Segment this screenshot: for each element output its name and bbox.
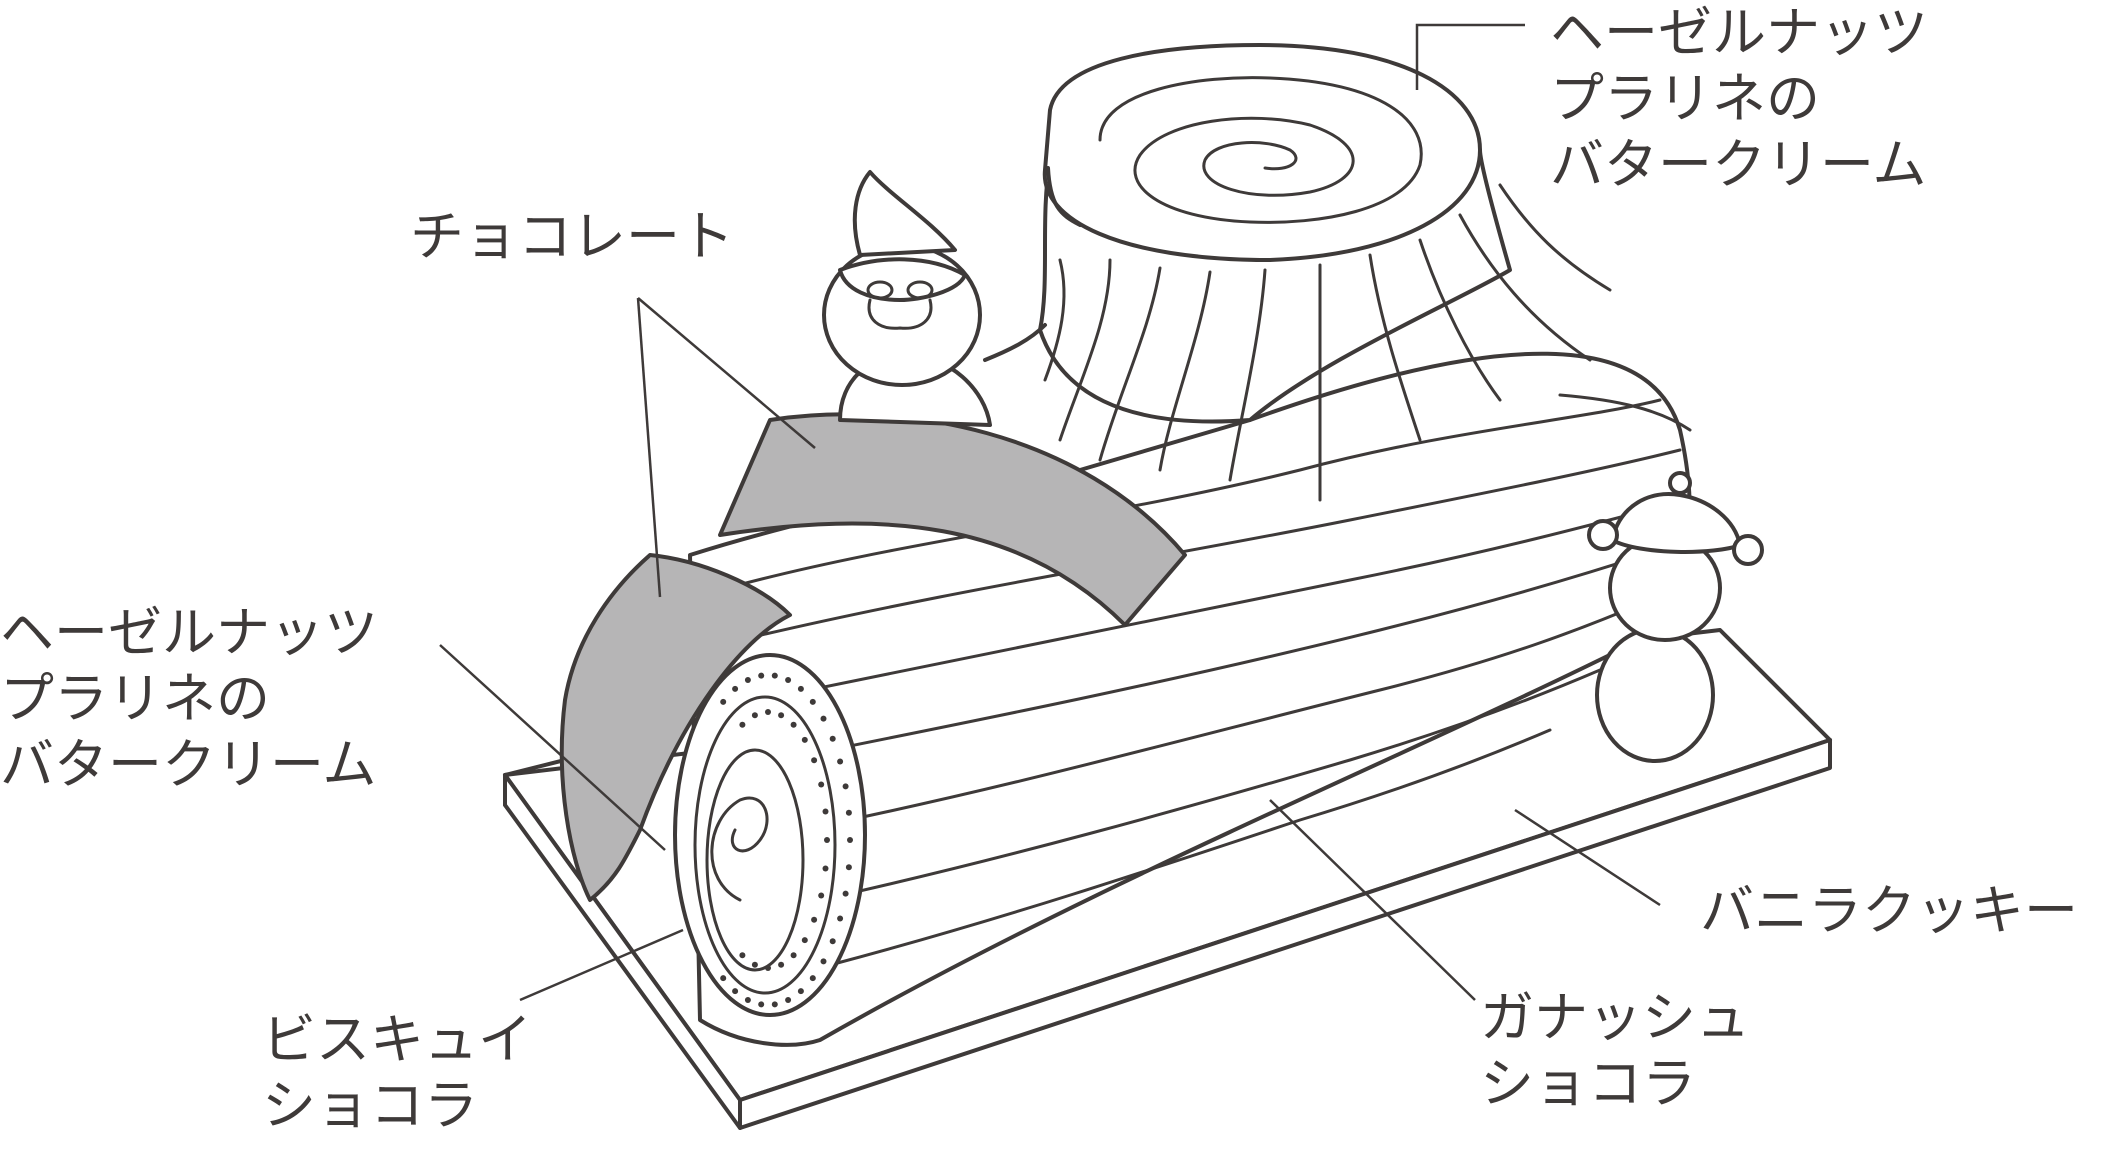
biscuit-dot (822, 865, 829, 872)
biscuit-dot (845, 809, 852, 816)
biscuit-dot (732, 685, 739, 692)
roll-cross-section (673, 653, 867, 1017)
biscuit-dot (820, 715, 827, 722)
label-vanilla-cookie-line1: バニラクッキー (1700, 879, 2078, 942)
biscuit-dot (739, 721, 746, 728)
label-chocolate: チョコレート (410, 204, 734, 270)
biscuit-dot (765, 709, 771, 715)
biscuit-dot (809, 698, 816, 705)
biscuit-dot (811, 757, 818, 764)
label-stump-cream-line3: バタークリーム (1550, 133, 1927, 196)
biscuit-dot (751, 961, 758, 968)
biscuit-dot (829, 938, 836, 945)
biscuit-dot (797, 988, 804, 995)
biscuit-dot (758, 672, 765, 679)
biscuit-dot (744, 677, 751, 683)
label-ganache-line2: ショコラ (1480, 1052, 1696, 1115)
label-stump-cream-line2: プラリネの (1550, 67, 1820, 130)
label-ganache: ガナッシュ ショコラ (1480, 985, 1750, 1117)
biscuit-dot (778, 961, 785, 968)
biscuit-dot (765, 965, 771, 971)
biscuit-dot (818, 781, 825, 788)
biscuit-dot (801, 736, 808, 743)
snowman-figure (1587, 471, 1764, 763)
chocolate-pieces (559, 412, 1187, 902)
biscuit-dot (720, 698, 727, 705)
biscuit-dot (842, 890, 849, 897)
label-biscuit-line1: ビスキュイ (262, 1008, 532, 1071)
biscuit-dot (809, 975, 816, 982)
biscuit-dot (790, 952, 797, 959)
biscuit-dot (842, 783, 849, 790)
biscuit-dot (739, 952, 746, 959)
biscuit-dot (829, 735, 836, 742)
label-vanilla-cookie: バニラクッキー (1700, 878, 2078, 944)
biscuit-dot (771, 1001, 778, 1008)
label-biscuit-line2: ショコラ (262, 1074, 478, 1137)
santa-figure (822, 170, 1047, 427)
biscuit-dot (818, 892, 825, 899)
label-inner-cream: ヘーゼルナッツ プラリネの バタークリーム (0, 600, 378, 798)
biscuit-dot (845, 864, 852, 871)
biscuit-dot (790, 721, 797, 728)
label-stump-cream: ヘーゼルナッツ プラリネの バタークリーム (1550, 0, 1928, 198)
label-inner-cream-line1: ヘーゼルナッツ (0, 601, 378, 664)
biscuit-dot (811, 916, 818, 923)
biscuit-dot (732, 988, 739, 995)
biscuit-dot (785, 997, 792, 1003)
label-ganache-line1: ガナッシュ (1480, 986, 1750, 1049)
label-inner-cream-line2: プラリネの (0, 667, 270, 730)
biscuit-dot (847, 837, 853, 843)
biscuit-dot (837, 915, 844, 922)
biscuit-dot (778, 712, 785, 719)
biscuit-dot (837, 758, 844, 765)
biscuit-dot (820, 958, 827, 965)
biscuit-dot (801, 937, 808, 944)
label-inner-cream-line3: バタークリーム (0, 733, 377, 796)
label-chocolate-line1: チョコレート (410, 205, 734, 268)
biscuit-dot (744, 997, 751, 1003)
biscuit-dot (720, 975, 727, 982)
biscuit-dot (751, 712, 758, 719)
label-biscuit: ビスキュイ ショコラ (262, 1007, 532, 1139)
biscuit-dot (822, 808, 829, 815)
biscuit-dot (797, 685, 804, 692)
biscuit-dot (785, 677, 792, 683)
leader-lines (439, 23, 1661, 1002)
biscuit-dot (824, 837, 830, 843)
label-stump-cream-line1: ヘーゼルナッツ (1550, 1, 1928, 64)
biscuit-dot (771, 672, 778, 679)
biscuit-dot (758, 1001, 765, 1008)
